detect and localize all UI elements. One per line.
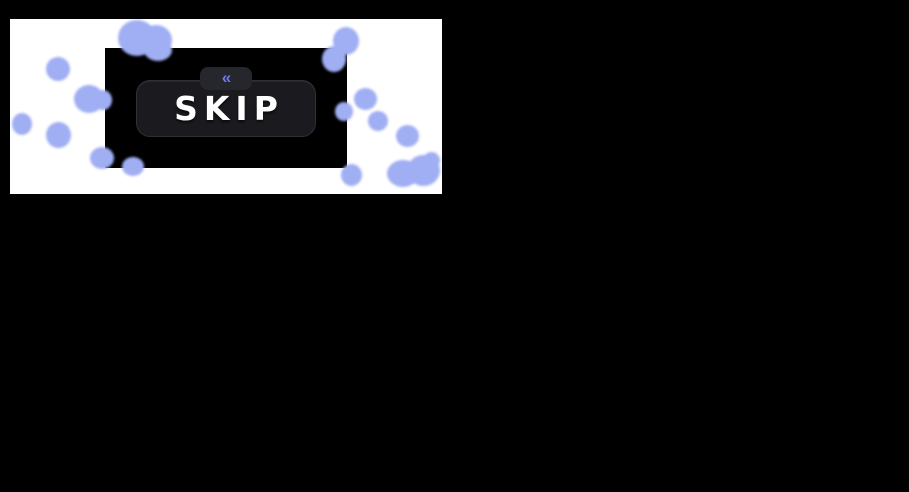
- skip-button-label: SKIP: [174, 89, 284, 128]
- double-chevron-left-icon: «: [221, 68, 232, 87]
- skip-overlay: « SKIP: [105, 48, 347, 168]
- ink-blob: [423, 152, 440, 169]
- ink-blob: [396, 125, 419, 147]
- ink-blob: [46, 57, 70, 81]
- ad-panel: « SKIP: [10, 19, 442, 194]
- collapse-tab[interactable]: «: [200, 67, 252, 90]
- ink-blob: [46, 122, 71, 148]
- ink-blob: [354, 88, 377, 110]
- ink-blob: [387, 160, 419, 187]
- ink-blob: [74, 85, 104, 113]
- ink-blob: [368, 111, 388, 131]
- ink-blob: [407, 155, 440, 186]
- ink-blob: [12, 113, 32, 135]
